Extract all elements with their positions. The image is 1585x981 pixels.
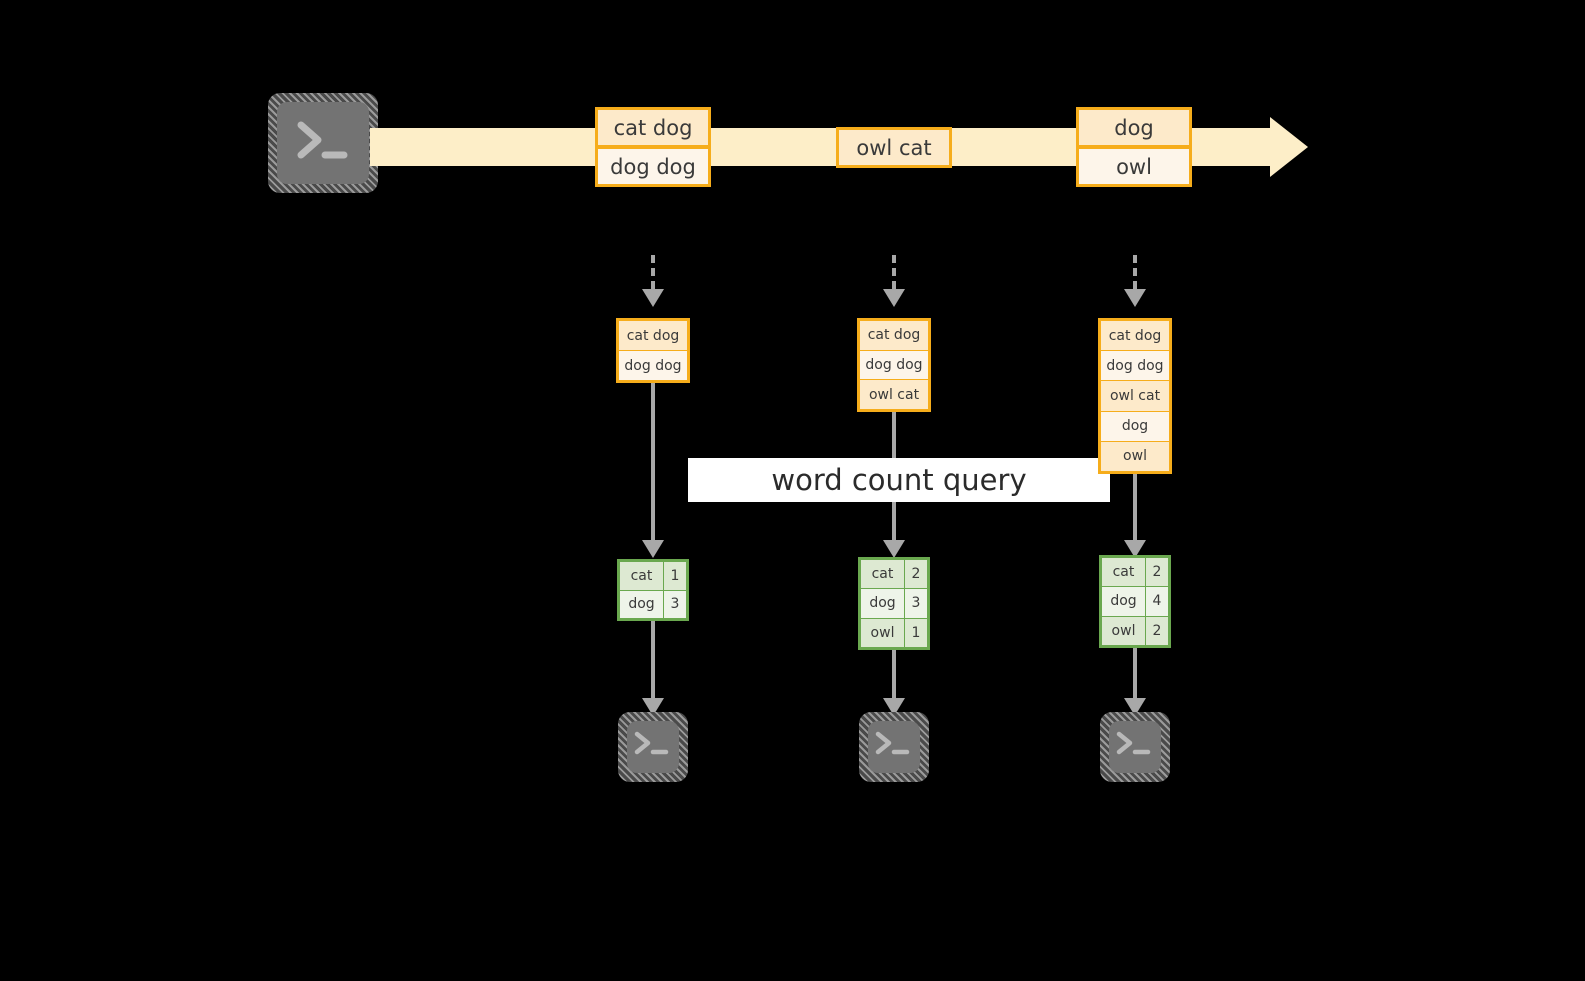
result-word: cat bbox=[1102, 558, 1146, 587]
stream-timeline-arrowhead bbox=[1270, 117, 1308, 177]
connector-snapshot-0-to-result bbox=[633, 383, 673, 558]
snapshot-2-accumulated-log-overlay: cat dog dog dog owl cat dog owl bbox=[1098, 318, 1172, 474]
result-count: 1 bbox=[905, 618, 927, 647]
result-word: cat bbox=[861, 560, 905, 589]
result-word: cat bbox=[620, 562, 664, 590]
stream-event-2-line-0: dog bbox=[1076, 107, 1192, 148]
result-row: dog 3 bbox=[861, 589, 927, 619]
stream-event-0-line-1: dog dog bbox=[595, 146, 711, 187]
result-count: 4 bbox=[1146, 587, 1168, 616]
result-row: dog 3 bbox=[620, 590, 686, 618]
result-count: 2 bbox=[1146, 558, 1168, 587]
source-terminal-icon bbox=[268, 93, 378, 193]
connector-result-0-to-sink bbox=[633, 621, 673, 716]
result-count: 2 bbox=[1146, 616, 1168, 645]
snapshot-1-log-row: cat dog bbox=[860, 321, 928, 351]
terminal-face bbox=[868, 721, 920, 773]
snapshot-0-log-row: dog dog bbox=[619, 351, 687, 380]
snapshot-1-log-row: owl cat bbox=[860, 380, 928, 410]
result-row: cat 2 bbox=[1102, 558, 1168, 588]
result-row: owl 1 bbox=[861, 618, 927, 647]
result-count: 3 bbox=[905, 589, 927, 618]
connector-result-1-to-sink bbox=[874, 650, 914, 716]
snapshot-2-log-row: owl bbox=[1101, 441, 1169, 472]
snapshot-0-result-table: cat 1 dog 3 bbox=[617, 559, 689, 621]
snapshot-2-log-row: owl cat bbox=[1101, 381, 1169, 412]
snapshot-1-log-row: dog dog bbox=[860, 350, 928, 381]
stream-event-2-line-1: owl bbox=[1076, 146, 1192, 187]
snapshot-1-accumulated-log: cat dog dog dog owl cat bbox=[857, 318, 931, 412]
terminal-prompt-glyph bbox=[875, 731, 910, 755]
snapshot-1-sink-terminal-icon bbox=[859, 712, 929, 782]
snapshot-1-result-table: cat 2 dog 3 owl 1 bbox=[858, 557, 930, 650]
connector-stream-to-snapshot-0 bbox=[633, 255, 673, 317]
result-word: dog bbox=[620, 590, 664, 618]
snapshot-0-log-row: cat dog bbox=[619, 321, 687, 351]
stream-event-0-line-0: cat dog bbox=[595, 107, 711, 148]
terminal-face bbox=[1109, 721, 1161, 773]
result-row: cat 1 bbox=[620, 562, 686, 591]
connector-stream-to-snapshot-2 bbox=[1115, 255, 1155, 317]
snapshot-2-sink-terminal-icon bbox=[1100, 712, 1170, 782]
snapshot-0-accumulated-log: cat dog dog dog bbox=[616, 318, 690, 383]
result-row: cat 2 bbox=[861, 560, 927, 590]
terminal-prompt-glyph bbox=[297, 121, 348, 159]
result-count: 3 bbox=[664, 590, 686, 618]
snapshot-0-sink-terminal-icon bbox=[618, 712, 688, 782]
terminal-prompt-glyph bbox=[1116, 731, 1151, 755]
connector-stream-to-snapshot-1 bbox=[874, 255, 914, 317]
terminal-prompt-glyph bbox=[634, 731, 669, 755]
snapshot-2-log-row: cat dog bbox=[1101, 321, 1169, 352]
snapshot-2-result-table: cat 2 dog 4 owl 2 bbox=[1099, 555, 1171, 648]
result-word: owl bbox=[861, 618, 905, 647]
terminal-face bbox=[627, 721, 679, 773]
result-count: 2 bbox=[905, 560, 927, 589]
snapshot-2-log-row: dog bbox=[1101, 411, 1169, 442]
result-count: 1 bbox=[664, 562, 686, 590]
result-word: owl bbox=[1102, 616, 1146, 645]
stream-event-1-line-0: owl cat bbox=[836, 127, 952, 168]
result-row: owl 2 bbox=[1102, 616, 1168, 645]
result-row: dog 4 bbox=[1102, 587, 1168, 617]
terminal-face bbox=[277, 102, 369, 184]
query-label-band: word count query bbox=[688, 458, 1110, 502]
snapshot-2-log-row: dog dog bbox=[1101, 351, 1169, 382]
result-word: dog bbox=[1102, 587, 1146, 616]
connector-result-2-to-sink bbox=[1115, 648, 1155, 716]
result-word: dog bbox=[861, 589, 905, 618]
connector-snapshot-2-to-result bbox=[1115, 474, 1155, 558]
